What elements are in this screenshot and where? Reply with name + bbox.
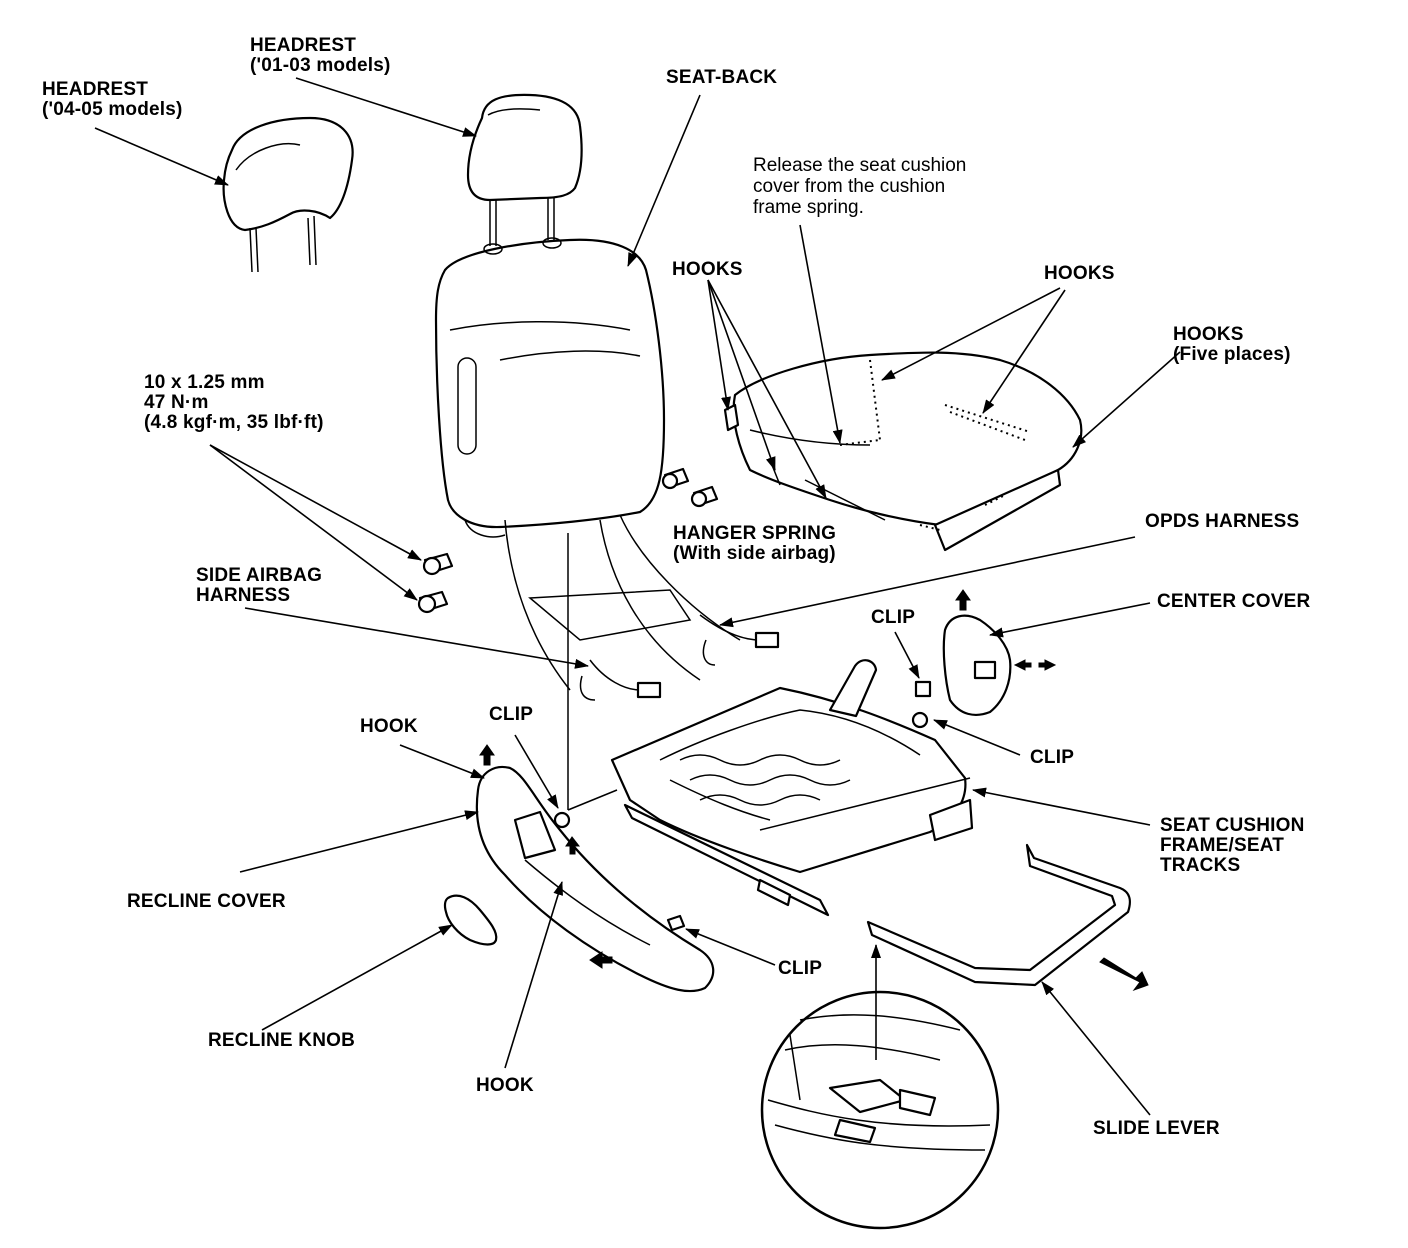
seat-frame-part [610,659,974,917]
label-recline-knob: RECLINE KNOB [208,1030,356,1051]
harness-connectors [579,614,780,701]
label-slide-lever: SLIDE LEVER [1093,1118,1220,1139]
label-release-note: Release the seat cushion cover from the … [753,155,967,218]
recline-cover-part [475,765,715,993]
label-opds-harness: OPDS HARNESS [1145,511,1300,532]
direction-arrows [479,589,1149,992]
label-clip-top: CLIP [871,607,916,628]
label-clip-left: CLIP [489,704,534,725]
seat-cushion-part [723,351,1083,552]
leader-lines [94,77,1181,1116]
slide-lever-part [866,843,1131,987]
label-hooks-left: HOOKS [672,259,743,280]
label-headrest-01-03: HEADREST ('01-03 models) [250,35,391,76]
headrest-04-05-part [222,116,354,273]
label-hooks-five-places: HOOKS (Five places) [1173,324,1291,365]
label-hook-bottom: HOOK [476,1075,534,1096]
label-seat-cushion-frame: SEAT CUSHION FRAME/SEAT TRACKS [1160,815,1305,876]
bolts [417,467,719,614]
label-clip-right: CLIP [1030,747,1075,768]
label-clip-bottom: CLIP [778,958,823,979]
seat-back-part [434,237,741,691]
center-cover-part [911,614,1012,729]
headrest-01-03-part [466,93,583,246]
label-torque-spec: 10 x 1.25 mm 47 N·m (4.8 kgf·m, 35 lbf·f… [144,372,324,433]
label-side-airbag-harness: SIDE AIRBAG HARNESS [196,565,323,606]
label-center-cover: CENTER COVER [1157,591,1311,612]
label-hooks-right: HOOKS [1044,263,1115,284]
label-hanger-spring: HANGER SPRING (With side airbag) [673,523,837,564]
label-recline-cover: RECLINE COVER [127,891,286,912]
label-headrest-04-05: HEADREST ('04-05 models) [42,79,183,120]
label-hook-top: HOOK [360,716,418,737]
detail-inset [760,990,1000,1230]
label-seat-back: SEAT-BACK [666,67,778,88]
recline-knob-part [443,894,498,946]
